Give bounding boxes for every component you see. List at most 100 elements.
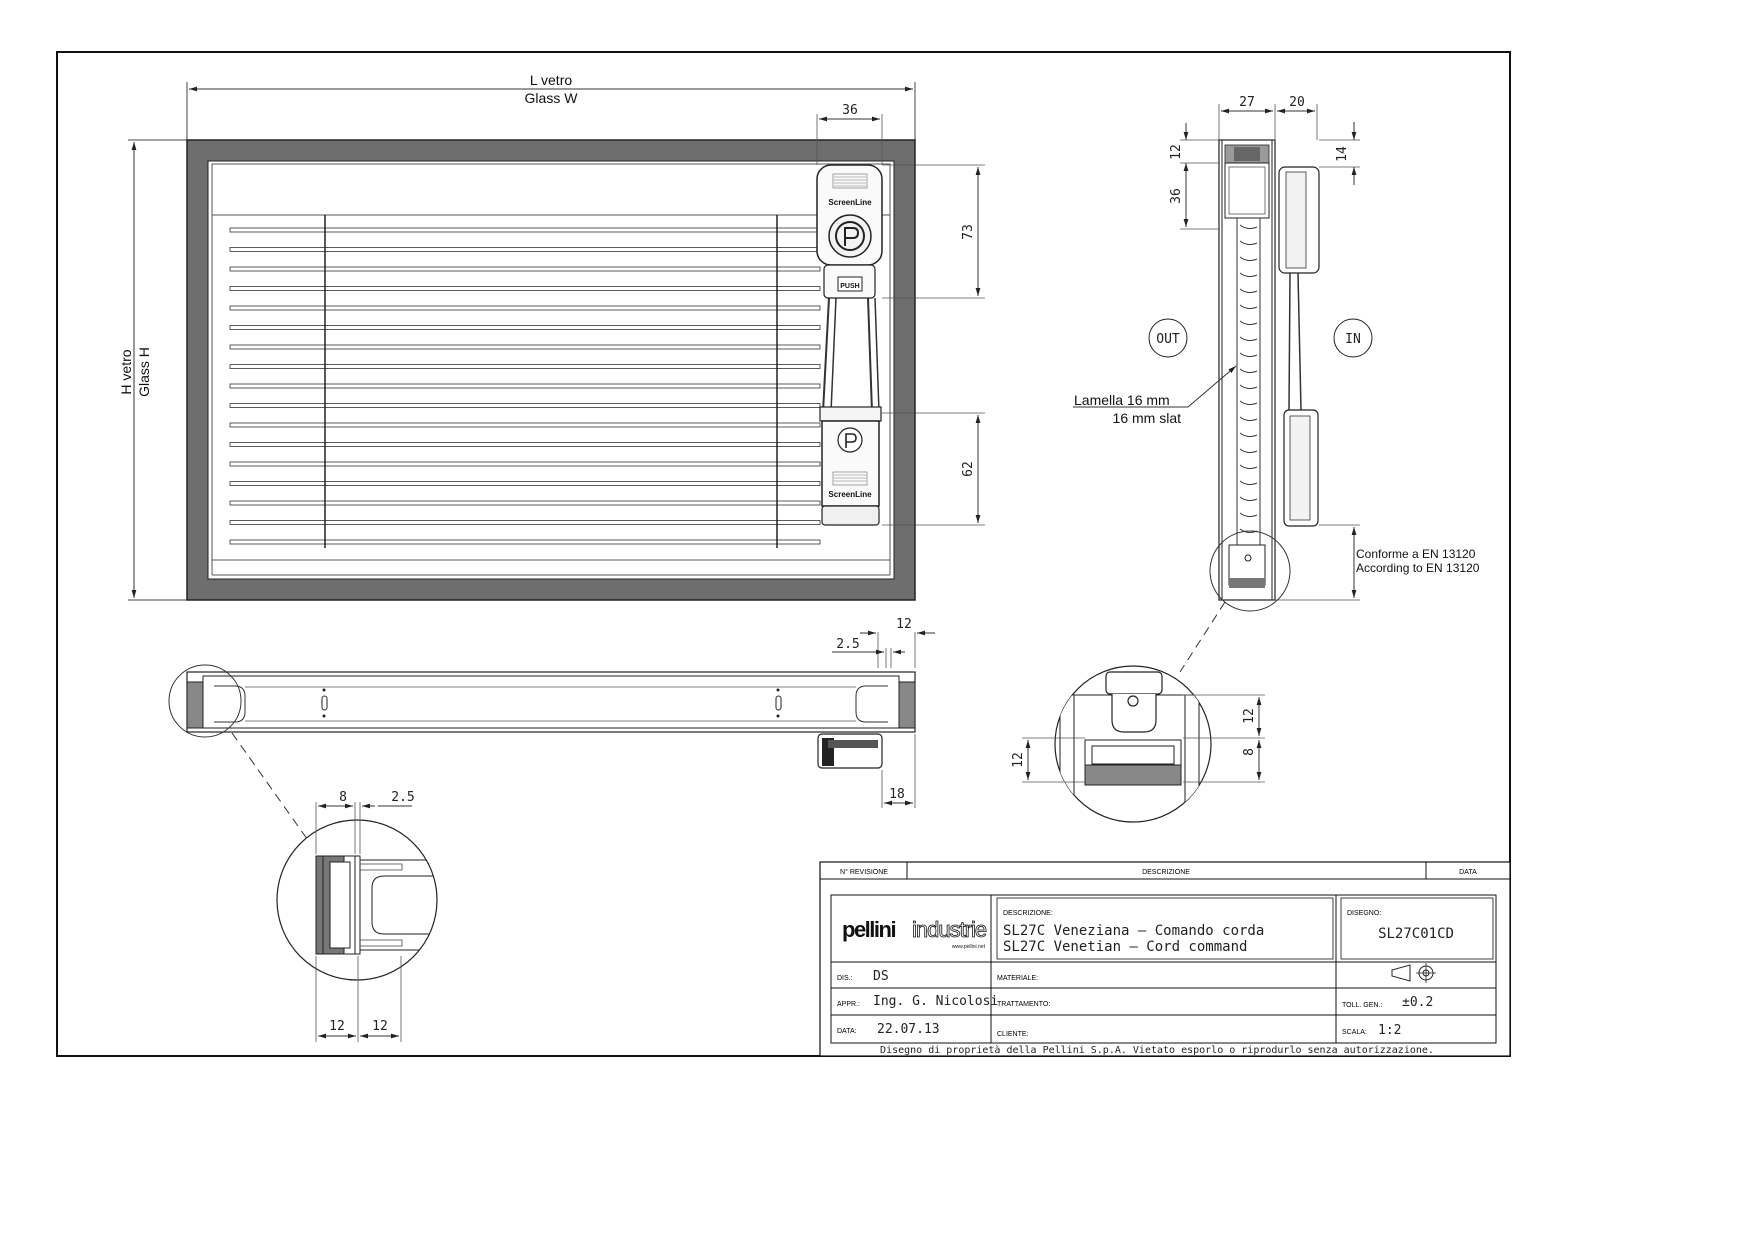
detail-dim-12b: 12: [372, 1019, 388, 1034]
dim-12-section: 12: [896, 617, 912, 632]
glass-width-label-en: Glass W: [525, 90, 579, 106]
slat: [229, 344, 821, 350]
appr-value: Ing. G. Nicolosi: [873, 994, 998, 1009]
out-label: OUT: [1156, 332, 1180, 347]
front-view: L vetro Glass W H vetro Glass H: [118, 72, 985, 601]
push-button[interactable]: [837, 276, 863, 292]
section-detail-view: 8 2.5 12 12: [276, 790, 438, 1042]
dis-value: DS: [873, 969, 889, 984]
slat: [229, 461, 821, 467]
slat: [229, 227, 821, 233]
control-width-dimension: 36: [816, 103, 883, 165]
revision-header: N° REVISIONE: [840, 868, 888, 876]
slat: [229, 500, 821, 506]
out-marker: [1148, 318, 1188, 358]
slat: [229, 364, 821, 369]
cliente-label: CLIENTE:: [997, 1031, 1029, 1038]
detail-dim-8: 8: [1242, 748, 1257, 756]
glass-height-label-en: Glass H: [136, 347, 152, 397]
in-marker: [1333, 318, 1373, 358]
side-slat: [1239, 320, 1258, 326]
slat: [229, 520, 821, 525]
detail-dim-12b: 12: [1011, 752, 1026, 768]
side-slat: [1239, 432, 1258, 438]
disegno-value: SL27C01CD: [1378, 926, 1454, 942]
top-handle-dimension: 73: [882, 164, 985, 299]
side-slat: [1239, 368, 1258, 374]
descrizione-label: DESCRIZIONE:: [1003, 910, 1053, 917]
norm-label-it: Conforme a EN 13120: [1356, 547, 1476, 561]
dim-18-section: 18: [889, 787, 905, 802]
bottom-handle-dimension: 62: [882, 412, 985, 526]
side-slat: [1239, 272, 1258, 278]
disegno-label: DISEGNO:: [1347, 910, 1381, 917]
side-slat: [1239, 480, 1258, 486]
drawing-sheet: L vetro Glass W H vetro Glass H: [56, 51, 1511, 1057]
glass-pane: [207, 160, 895, 580]
svg-text:industrie: industrie: [912, 917, 987, 942]
toll-value: ±0.2: [1402, 995, 1433, 1010]
side-slat: [1239, 400, 1258, 406]
slat: [229, 403, 821, 408]
side-view: 27 20 12 36 14 OUT IN Lamella 16 mm 16 m…: [1011, 95, 1480, 823]
in-label: IN: [1345, 332, 1361, 347]
dim-2-5-section: 2.5: [836, 637, 859, 652]
slat: [229, 266, 821, 272]
side-slat: [1239, 352, 1258, 358]
cord-control[interactable]: ScreenLine PUSH ScreenLine: [816, 164, 883, 526]
slat: [229, 286, 821, 291]
date-header: DATA: [1459, 869, 1477, 876]
glass-width-dimension: L vetro Glass W: [186, 72, 916, 140]
side-slat: [1239, 448, 1258, 454]
dim-36: 36: [842, 103, 858, 118]
detail-dim-2-5: 2.5: [391, 790, 414, 805]
sheet-border: [56, 51, 1511, 1057]
descrizione-line1: SL27C Veneziana – Comando corda: [1003, 923, 1264, 939]
detail-dim-12: 12: [1242, 708, 1257, 724]
side-slat: [1239, 240, 1258, 246]
dim-73: 73: [961, 224, 976, 240]
slat: [229, 305, 821, 311]
side-slat: [1239, 256, 1258, 262]
brand-label-top: ScreenLine: [828, 198, 872, 207]
dis-label: DIS.:: [837, 975, 853, 982]
side-slat: [1239, 304, 1258, 310]
norm-label-en: According to EN 13120: [1356, 561, 1480, 575]
materiale-label: MATERIALE:: [997, 975, 1038, 982]
trattamento-label: TRATTAMENTO:: [997, 1001, 1050, 1008]
projection-symbol-icon: [1391, 963, 1436, 983]
data-value: 22.07.13: [877, 1022, 940, 1037]
data-label: DATA:: [837, 1028, 857, 1035]
slat: [229, 481, 821, 486]
side-slat: [1239, 496, 1258, 502]
side-detail-view: 12 8 12: [1011, 665, 1265, 823]
dim-27: 27: [1239, 95, 1255, 110]
p-logo-icon: [837, 427, 863, 453]
slat: [229, 247, 821, 252]
description-header: DESCRIZIONE: [1142, 869, 1190, 876]
slat-label-en: 16 mm slat: [1113, 410, 1182, 426]
dim-62: 62: [961, 461, 976, 477]
descrizione-line2: SL27C Venetian – Cord command: [1003, 939, 1247, 955]
slat: [229, 422, 821, 428]
side-slat: [1239, 224, 1258, 230]
slat: [229, 383, 821, 389]
brand-label-bottom: ScreenLine: [828, 490, 872, 499]
svg-text:pellini: pellini: [842, 917, 895, 942]
side-slat-stack: [1239, 224, 1258, 534]
side-slat: [1239, 336, 1258, 342]
side-slat: [1239, 512, 1258, 518]
venetian-slats: [229, 227, 821, 545]
slat: [229, 539, 821, 545]
toll-label: TOLL. GEN.:: [1342, 1002, 1382, 1009]
side-slat: [1239, 464, 1258, 470]
detail-dim-12a: 12: [329, 1019, 345, 1034]
dim-12: 12: [1169, 144, 1184, 160]
slat: [229, 442, 821, 447]
appr-label: APPR.:: [837, 1001, 860, 1008]
title-block: N° REVISIONE DESCRIZIONE DATA pellini in…: [819, 861, 1511, 1057]
slat: [229, 325, 821, 330]
headrail: [211, 163, 891, 216]
glass-height-dimension: H vetro Glass H: [118, 139, 187, 601]
section-view: 12 2.5 18: [168, 617, 935, 1042]
